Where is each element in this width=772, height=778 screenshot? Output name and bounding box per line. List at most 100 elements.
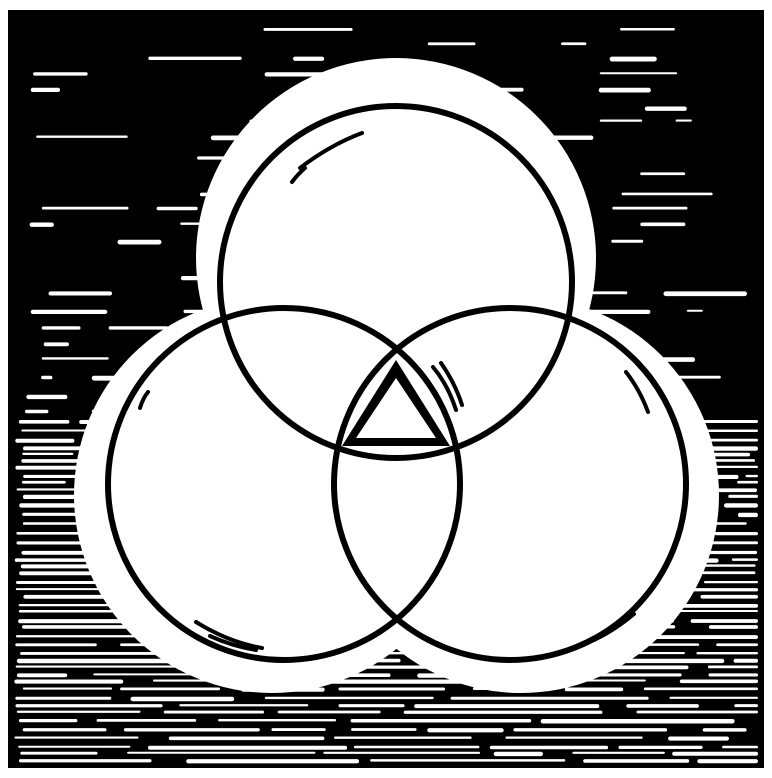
carved-streak xyxy=(600,120,642,122)
carved-streak xyxy=(701,595,759,599)
carved-streak xyxy=(716,643,758,646)
carved-streak xyxy=(16,666,181,668)
carved-streak xyxy=(218,719,336,721)
carved-streak xyxy=(622,193,713,196)
carved-streak xyxy=(93,673,203,675)
carved-streak xyxy=(404,711,603,714)
carved-streak xyxy=(703,728,747,732)
carved-streak xyxy=(637,711,759,714)
carved-streak xyxy=(19,610,118,613)
carved-streak xyxy=(351,728,417,731)
carved-streak xyxy=(339,704,405,707)
carved-streak xyxy=(272,728,326,731)
carved-streak xyxy=(22,481,66,484)
carved-streak xyxy=(109,326,169,329)
carved-streak xyxy=(49,291,113,295)
carved-streak xyxy=(428,42,476,45)
carved-streak xyxy=(610,57,657,62)
carved-streak xyxy=(124,728,260,731)
carved-streak xyxy=(670,697,759,699)
carved-streak xyxy=(20,652,166,655)
carved-streak xyxy=(620,28,675,31)
carved-streak xyxy=(36,136,128,138)
carved-streak xyxy=(41,376,52,380)
carved-streak xyxy=(715,532,758,535)
carved-streak xyxy=(97,719,197,722)
carved-streak xyxy=(19,571,101,575)
carved-streak xyxy=(31,88,60,92)
carved-streak xyxy=(451,697,649,700)
carved-streak xyxy=(490,746,608,750)
carved-streak xyxy=(186,759,359,763)
carved-streak xyxy=(611,240,643,243)
carved-streak xyxy=(30,223,54,227)
carved-streak xyxy=(18,746,130,748)
carved-streak xyxy=(738,513,758,517)
carved-streak xyxy=(339,688,446,691)
carved-streak xyxy=(600,72,677,74)
carved-streak xyxy=(15,439,74,443)
carved-streak xyxy=(737,481,758,484)
carved-streak xyxy=(583,759,689,763)
carved-streak xyxy=(709,625,758,629)
carved-streak xyxy=(612,207,687,210)
carved-streak xyxy=(354,746,480,749)
carved-streak xyxy=(22,453,73,455)
carved-streak xyxy=(650,635,758,639)
carved-streak xyxy=(42,207,129,210)
carved-streak xyxy=(746,475,759,477)
carved-streak xyxy=(672,752,758,756)
carved-streak xyxy=(351,719,532,723)
carved-streak xyxy=(19,719,78,722)
carved-streak xyxy=(505,737,642,739)
carved-streak xyxy=(26,395,67,399)
carved-streak xyxy=(728,495,758,498)
carved-streak xyxy=(676,120,692,122)
carved-streak xyxy=(664,291,748,296)
carved-streak xyxy=(120,688,220,691)
carved-streak xyxy=(14,737,138,739)
carved-streak xyxy=(20,752,97,755)
carved-streak xyxy=(668,737,729,741)
carved-streak xyxy=(264,28,353,31)
carved-streak xyxy=(44,342,69,346)
carved-streak xyxy=(640,223,685,227)
carved-streak xyxy=(513,728,667,731)
carved-streak xyxy=(148,57,241,60)
carved-streak xyxy=(17,673,67,677)
carved-streak xyxy=(278,711,381,714)
carved-streak xyxy=(708,666,758,669)
carved-streak xyxy=(23,728,107,731)
carved-streak xyxy=(645,107,687,111)
carved-streak xyxy=(19,420,70,424)
carved-streak xyxy=(687,310,703,312)
carved-streak xyxy=(734,704,758,707)
carved-streak xyxy=(265,697,434,699)
carved-streak xyxy=(734,659,758,663)
carved-streak xyxy=(693,588,758,591)
carved-streak xyxy=(541,719,735,724)
carved-streak xyxy=(494,752,543,756)
carved-streak xyxy=(131,697,235,702)
carved-streak xyxy=(697,759,758,763)
carved-streak xyxy=(722,746,758,749)
carved-streak xyxy=(169,737,325,741)
carved-streak xyxy=(323,752,480,754)
carved-streak xyxy=(709,673,759,676)
carved-streak xyxy=(619,746,703,749)
carved-streak xyxy=(370,759,565,762)
carved-streak xyxy=(427,728,504,732)
carved-streak xyxy=(626,704,699,708)
carved-streak xyxy=(23,688,112,690)
carved-streak xyxy=(644,688,758,691)
carved-streak xyxy=(19,759,152,762)
carved-streak xyxy=(33,72,88,75)
carved-streak xyxy=(31,310,108,314)
carved-streak xyxy=(696,652,758,654)
carved-streak xyxy=(561,42,586,45)
carved-streak xyxy=(414,704,599,708)
carved-streak xyxy=(164,711,264,714)
carved-streak xyxy=(15,643,97,646)
